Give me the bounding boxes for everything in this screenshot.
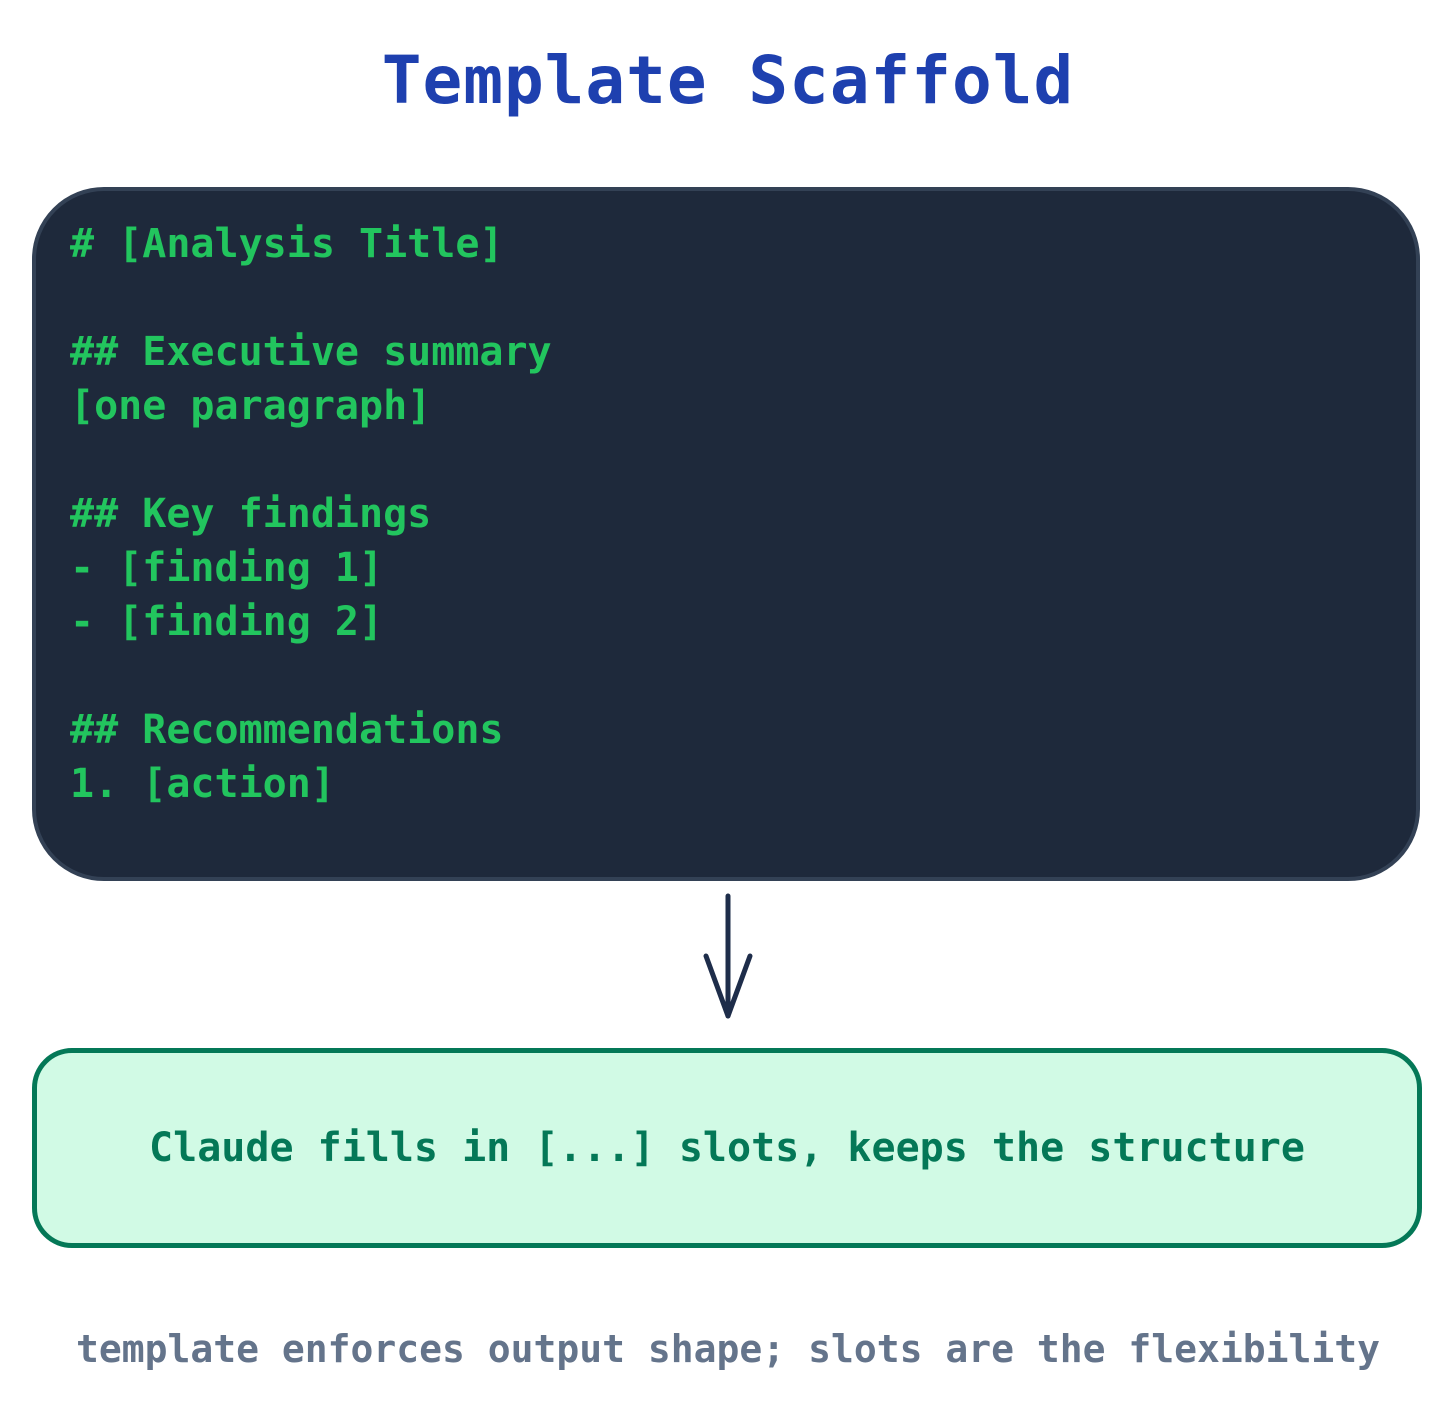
result-box: Claude fills in [...] slots, keeps the s… — [32, 1048, 1422, 1248]
template-line-blank — [70, 649, 552, 703]
template-line-blank — [70, 433, 552, 487]
template-code-box: # [Analysis Title] ## Executive summary … — [32, 187, 1420, 881]
template-line-findings-heading: ## Key findings — [70, 491, 432, 537]
down-arrow-icon — [703, 893, 753, 1019]
template-line-finding-1: - [finding 1] — [70, 545, 384, 591]
template-line-title: # [Analysis Title] — [70, 221, 504, 267]
template-line-recommendations-heading: ## Recommendations — [70, 707, 504, 753]
template-line-action: 1. [action] — [70, 761, 335, 807]
template-line-blank — [70, 271, 552, 325]
template-line-summary-heading: ## Executive summary — [70, 329, 552, 375]
template-line-summary-slot: [one paragraph] — [70, 383, 432, 429]
template-lines: # [Analysis Title] ## Executive summary … — [70, 217, 552, 811]
result-text: Claude fills in [...] slots, keeps the s… — [149, 1125, 1305, 1171]
template-line-finding-2: - [finding 2] — [70, 599, 384, 645]
diagram-title: Template Scaffold — [381, 42, 1075, 119]
caption: template enforces output shape; slots ar… — [75, 1327, 1381, 1371]
